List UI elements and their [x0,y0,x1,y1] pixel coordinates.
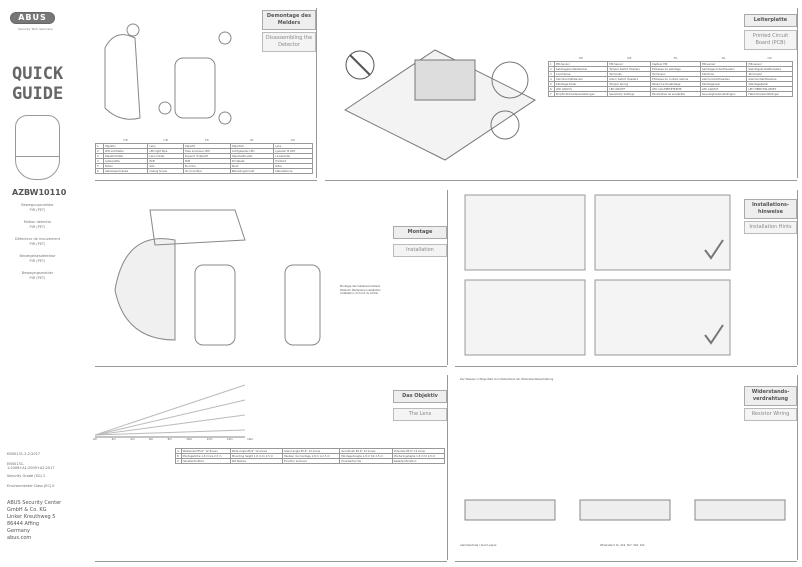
security-grade: Security Grade (SG) 2 [7,474,46,478]
resistor-notes: Der Wiesser richtige Wert zum Widerstand… [460,378,554,381]
table-cell: Huisdierfunctie [339,458,393,464]
table-cell: Sensitivity Settings [607,91,652,97]
standard: EN50131-1:2006+A1:2009+A2:2017 [7,462,55,470]
section-title-lens-en: The Lens [393,408,447,421]
disassembly-illustration [104,23,232,125]
table-cell: Casing Screw [147,168,184,174]
environmental-class: Environmental Class (EC) II [7,484,55,488]
abus-logo: ABUS [10,12,55,24]
table-cell: Fonction animaux [281,458,341,464]
divider [797,190,798,365]
section-title-resistor-de: Widerstands-verdrahtung [744,386,797,406]
section-title-lens-de: Das Objektiv [393,390,447,403]
section-title-pcb-en: Printed Circuit Board (PCB) [744,30,797,50]
table-cell: Empfindlichkeitseinstellungen [553,91,609,97]
divider [447,375,448,560]
table-cell: Gehäuseschraube [102,168,149,174]
standard: EN50131-2-2:2017 [7,452,41,456]
lens-coverage-diagram [95,384,246,438]
table-cell: Gevoeligheidsinstellingen [700,91,748,97]
table-cell: Vis du boîtier [182,168,231,174]
divider [325,180,797,181]
section-title-pcb-de: Leiterplatte [744,14,797,27]
section-title-disassembly-de: Demontage des Melders [262,10,316,30]
section-title-hints-de: Installations-hinweise [744,199,797,219]
table-cell: Paramètres de sensibilité [650,91,702,97]
divider [95,366,447,367]
table-cell: Haustierfunktion [180,458,231,464]
table-cell: Følsomhedsindstillinger [746,91,793,97]
section-title-mounting-de: Montage [393,226,447,239]
mounting-illustration [114,209,321,346]
table-cell: Kæledyrsfunktion [391,458,446,464]
table-cell: Behuizingschroef [229,168,275,174]
section-title-mounting-en: Installation [393,244,447,257]
table-cell: Pet feature [229,458,283,464]
table-cell: Kabinetskrue [273,168,313,174]
section-title-hints-en: Installation Hints [744,221,797,234]
divider [95,561,447,562]
divider [95,180,317,181]
divider [797,375,798,560]
divider [455,366,797,367]
pcb-illustration [344,49,536,161]
resistor-values: Widerstand 1k, 2k2, 4k7, 5k6, 10k [600,544,645,547]
divider [316,8,317,178]
installation-hints-illustration [464,194,731,356]
divider [447,190,448,365]
tagline: Security Tech Germany [18,27,53,31]
resistor-panel-label: Alarmzentrale / Alarm panel [460,544,497,547]
model-number: AZBW10110 [12,188,67,197]
detector-illustration [15,115,60,180]
divider [797,8,798,178]
divider [455,561,797,562]
section-title-disassembly-en: Disassembling the Detector [262,32,316,52]
resistor-wiring-diagram [464,499,786,521]
section-title-resistor-en: Resistor Wiring [744,408,797,421]
table-cell: 6 [95,168,104,174]
